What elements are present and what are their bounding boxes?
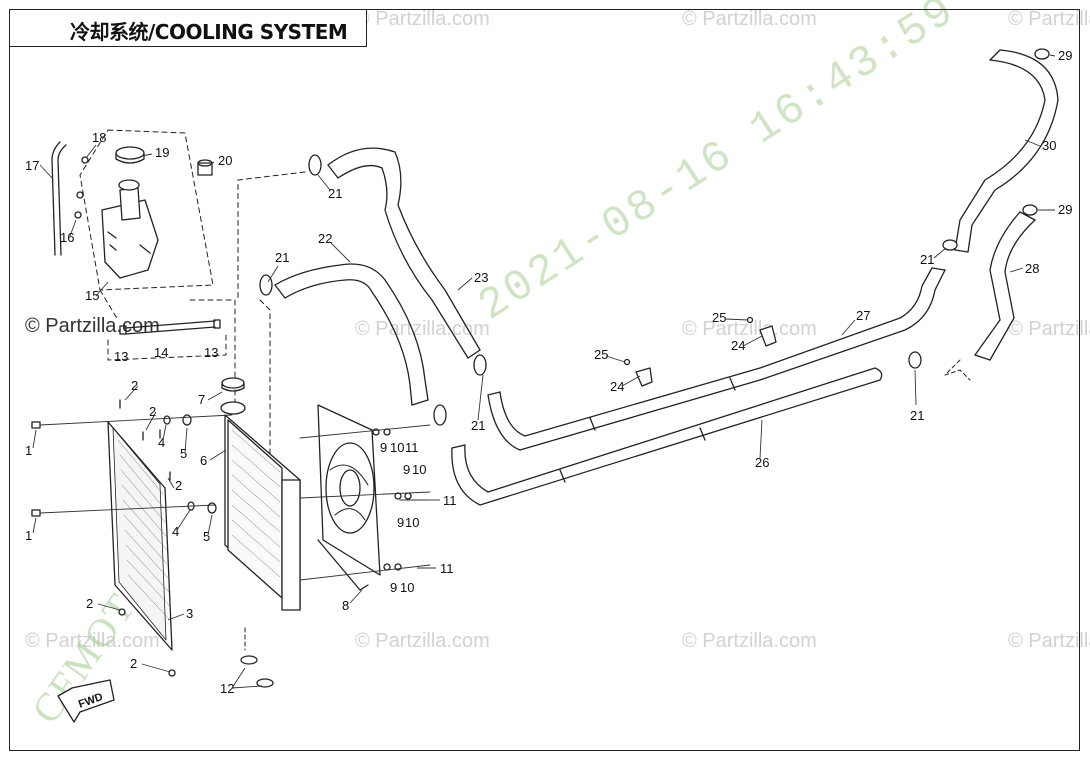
watermark: © Partzilla.com [682,8,817,30]
callout-2: 2 [149,404,156,419]
callout-23: 23 [474,270,488,285]
callout-2: 2 [175,478,182,493]
clamps-21 [259,154,958,426]
callout-3: 3 [186,606,193,621]
leader-lines [39,414,431,581]
watermark: © Partzilla.com [1008,630,1090,652]
callout-30: 30 [1042,138,1056,153]
callout-28: 28 [1025,261,1039,276]
callout-11: 11 [443,493,457,508]
hose-30 [954,49,1059,253]
callout-16: 16 [60,230,74,245]
fwd-arrow [57,679,115,723]
callout-4: 4 [158,435,165,450]
callout-leaders [32,54,1056,689]
callout-6: 6 [200,453,207,468]
callout-8: 8 [342,598,349,613]
hose-22 [274,263,429,406]
callout-29: 29 [1058,202,1072,217]
watermark: © Partzilla.com [682,630,817,652]
callout-29: 29 [1058,48,1072,63]
callout-19: 19 [155,145,169,160]
pipe-27 [487,267,946,451]
hose-23 [327,147,481,359]
watermark: © Partzilla.com [25,630,160,652]
callout-9: 9 [390,580,397,595]
radiator [220,377,301,688]
fan-assembly [317,404,381,591]
callout-1: 1 [25,443,32,458]
clamps-29 [1022,48,1050,216]
callout-27: 27 [856,308,870,323]
callout-5: 5 [203,529,210,544]
callout-25: 25 [594,347,608,362]
callout-11: 11 [405,440,419,455]
callout-26: 26 [755,455,769,470]
radiator-screen [107,421,173,651]
callout-9: 9 [403,462,410,477]
callout-21: 21 [910,408,924,423]
callout-17: 17 [25,158,39,173]
callout-20: 20 [218,153,232,168]
watermark: © Partzilla.com [682,318,817,340]
callout-21: 21 [275,250,289,265]
callout-21: 21 [471,418,485,433]
callout-numbers: 1 1 2 2 2 2 2 3 4 4 5 5 6 7 8 9 9 9 9 10… [25,48,1072,711]
pipe-26 [451,367,883,506]
callout-14: 14 [154,345,168,360]
diagram-frame [9,9,1080,751]
callout-2: 2 [86,596,93,611]
hose-28 [944,211,1036,381]
page-title: 冷却系统/COOLING SYSTEM [70,20,348,44]
callout-4: 4 [172,524,179,539]
callout-9: 9 [397,515,404,530]
callout-1: 1 [25,528,32,543]
callout-13: 13 [204,345,218,360]
watermark: © Partzilla.com [355,318,490,340]
callout-25: 25 [712,310,726,325]
callout-12: 12 [220,681,234,696]
callout-7: 7 [198,392,205,407]
callout-15: 15 [85,288,99,303]
watermark: © Partzilla.com [1008,8,1090,30]
callout-13: 13 [114,349,128,364]
callout-22: 22 [318,231,332,246]
callout-5: 5 [180,446,187,461]
watermark: © Partzilla.com [1008,318,1090,340]
watermark: © Partzilla.com [355,630,490,652]
callout-24: 24 [731,338,745,353]
callout-10: 10 [400,580,414,595]
callout-10: 10 [412,462,426,477]
callout-2: 2 [130,656,137,671]
callout-21: 21 [920,252,934,267]
brackets-24-25 [623,316,777,387]
callout-24: 24 [610,379,624,394]
callout-11: 11 [440,561,454,576]
watermark: © Partzilla.com [355,8,490,30]
reservoir-assembly [51,129,236,411]
callout-2: 2 [131,378,138,393]
callout-10: 10 [390,440,404,455]
callout-10: 10 [405,515,419,530]
callout-9: 9 [380,440,387,455]
title-box: 冷却系统/COOLING SYSTEM [9,9,367,47]
callout-21: 21 [328,186,342,201]
callout-18: 18 [92,130,106,145]
